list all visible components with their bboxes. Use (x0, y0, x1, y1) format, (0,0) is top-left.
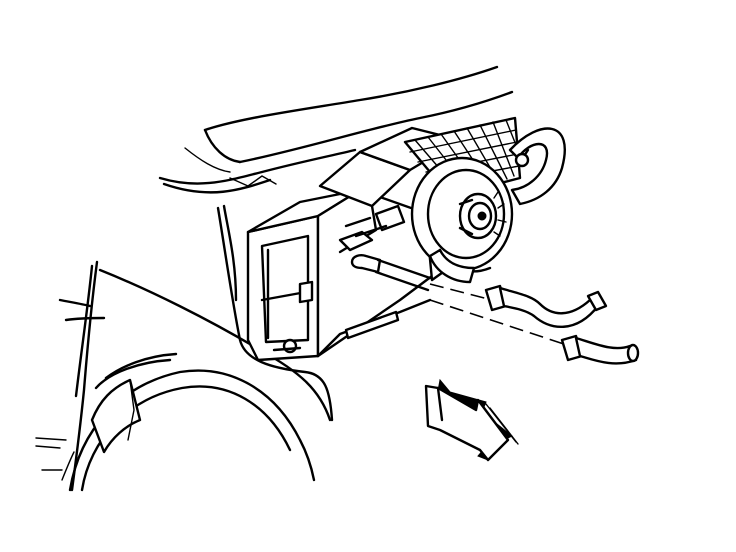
heater-hoses (350, 254, 640, 365)
direction-arrow (424, 378, 519, 462)
fender (35, 204, 334, 492)
blower-wheel (493, 191, 507, 237)
wheel-well (61, 352, 316, 492)
windshield-cowl (158, 65, 514, 194)
blower-motor (410, 127, 566, 284)
